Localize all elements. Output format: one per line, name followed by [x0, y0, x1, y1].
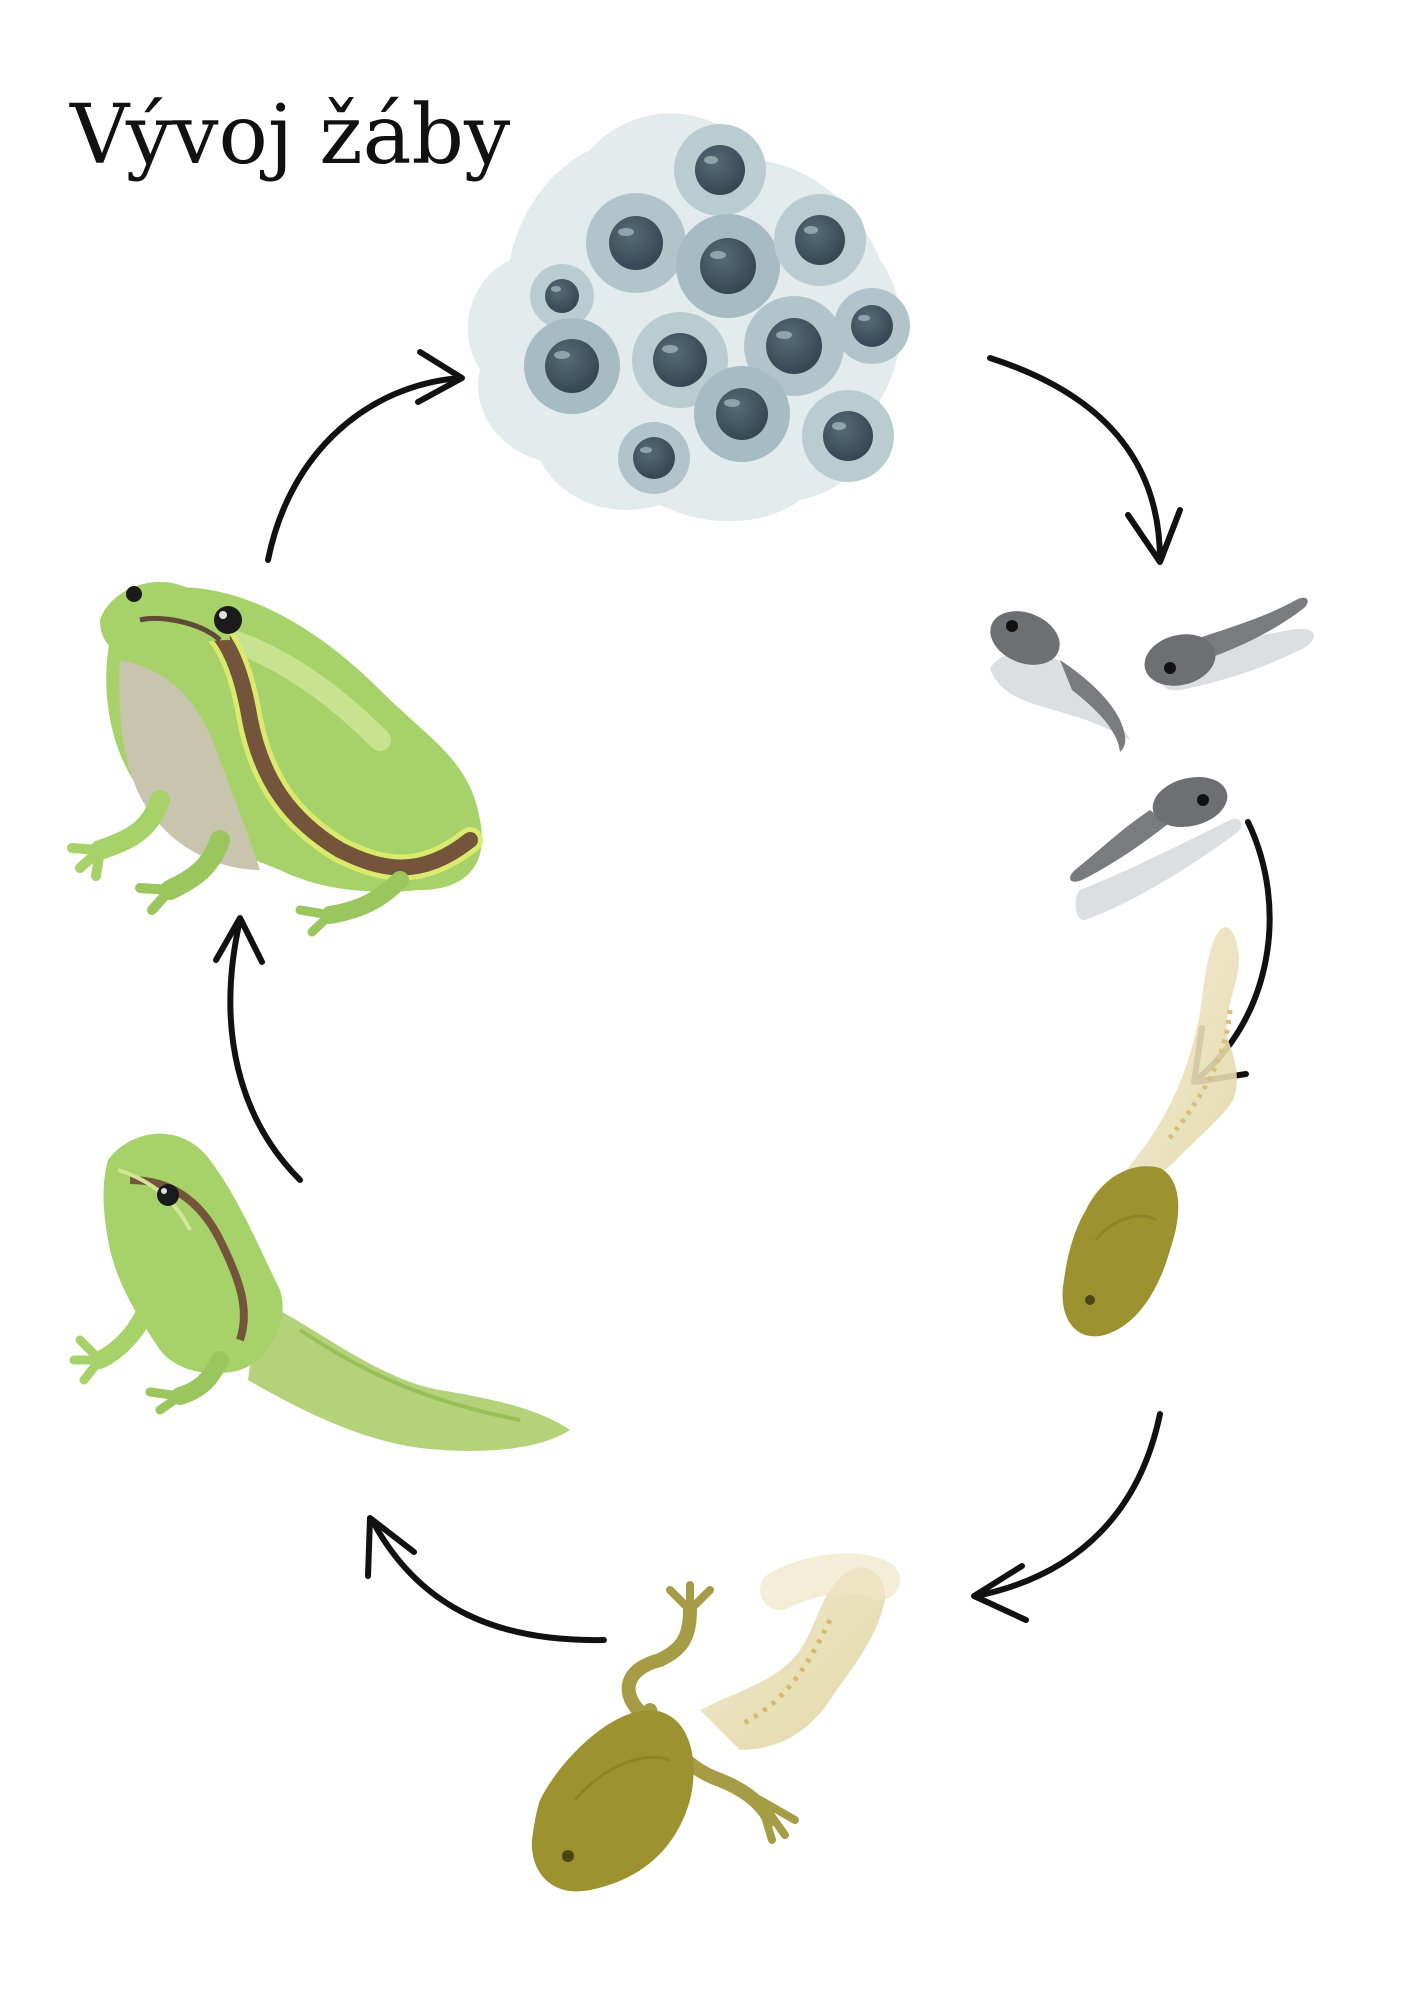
froglet-icon — [69, 1133, 570, 1451]
arrow-legs-to-froglet — [365, 1515, 607, 1644]
page-title: Vývoj žáby — [70, 88, 511, 183]
arrow-eggs-to-tadpoles — [987, 355, 1183, 565]
growing-tadpole-icon — [1062, 927, 1239, 1337]
arrow-frog-to-eggs — [265, 349, 465, 563]
adult-frog-icon — [67, 581, 483, 937]
frog-eggs-icon — [467, 113, 910, 522]
arrow-growing-to-legs — [971, 1411, 1163, 1623]
tadpole-with-legs-icon — [531, 1553, 900, 1892]
young-tadpoles-icon — [990, 597, 1314, 921]
arrow-froglet-to-frog — [213, 915, 303, 1183]
